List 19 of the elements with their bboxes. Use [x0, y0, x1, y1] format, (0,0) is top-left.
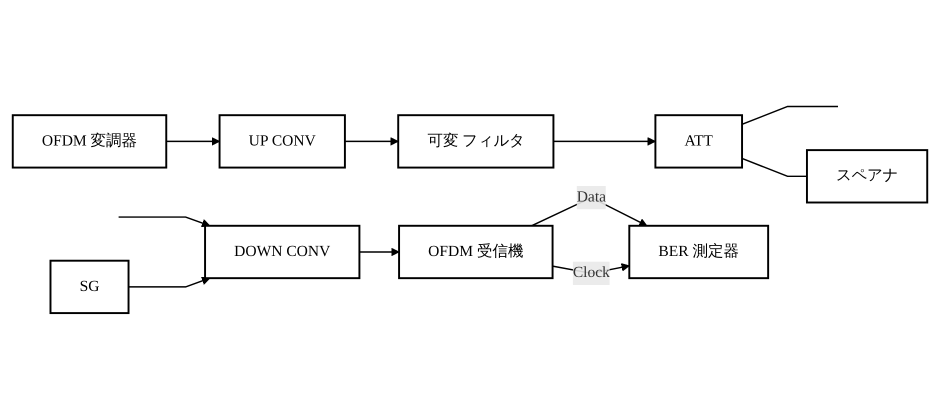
node-box: スペアナ [806, 149, 928, 204]
node-box: OFDM 受信機 [398, 224, 554, 280]
arrow [128, 276, 210, 288]
node-box: SG [50, 260, 130, 314]
edge-label: Clock [572, 264, 610, 282]
node-box: UP CONV [218, 114, 346, 169]
arrow [553, 137, 656, 146]
connector [742, 106, 838, 126]
node-box: 可変 フィルタ [397, 114, 554, 169]
node-box: DOWN CONV [204, 224, 360, 280]
arrow [166, 137, 220, 146]
node-box: ATT [654, 114, 744, 169]
arrow [359, 248, 400, 256]
node-box: OFDM 変調器 [12, 114, 168, 169]
node-box: BER 測定器 [628, 224, 770, 280]
arrow [344, 137, 399, 146]
connector [742, 158, 807, 178]
arrow [118, 216, 210, 228]
edge-label: Data [576, 188, 606, 206]
